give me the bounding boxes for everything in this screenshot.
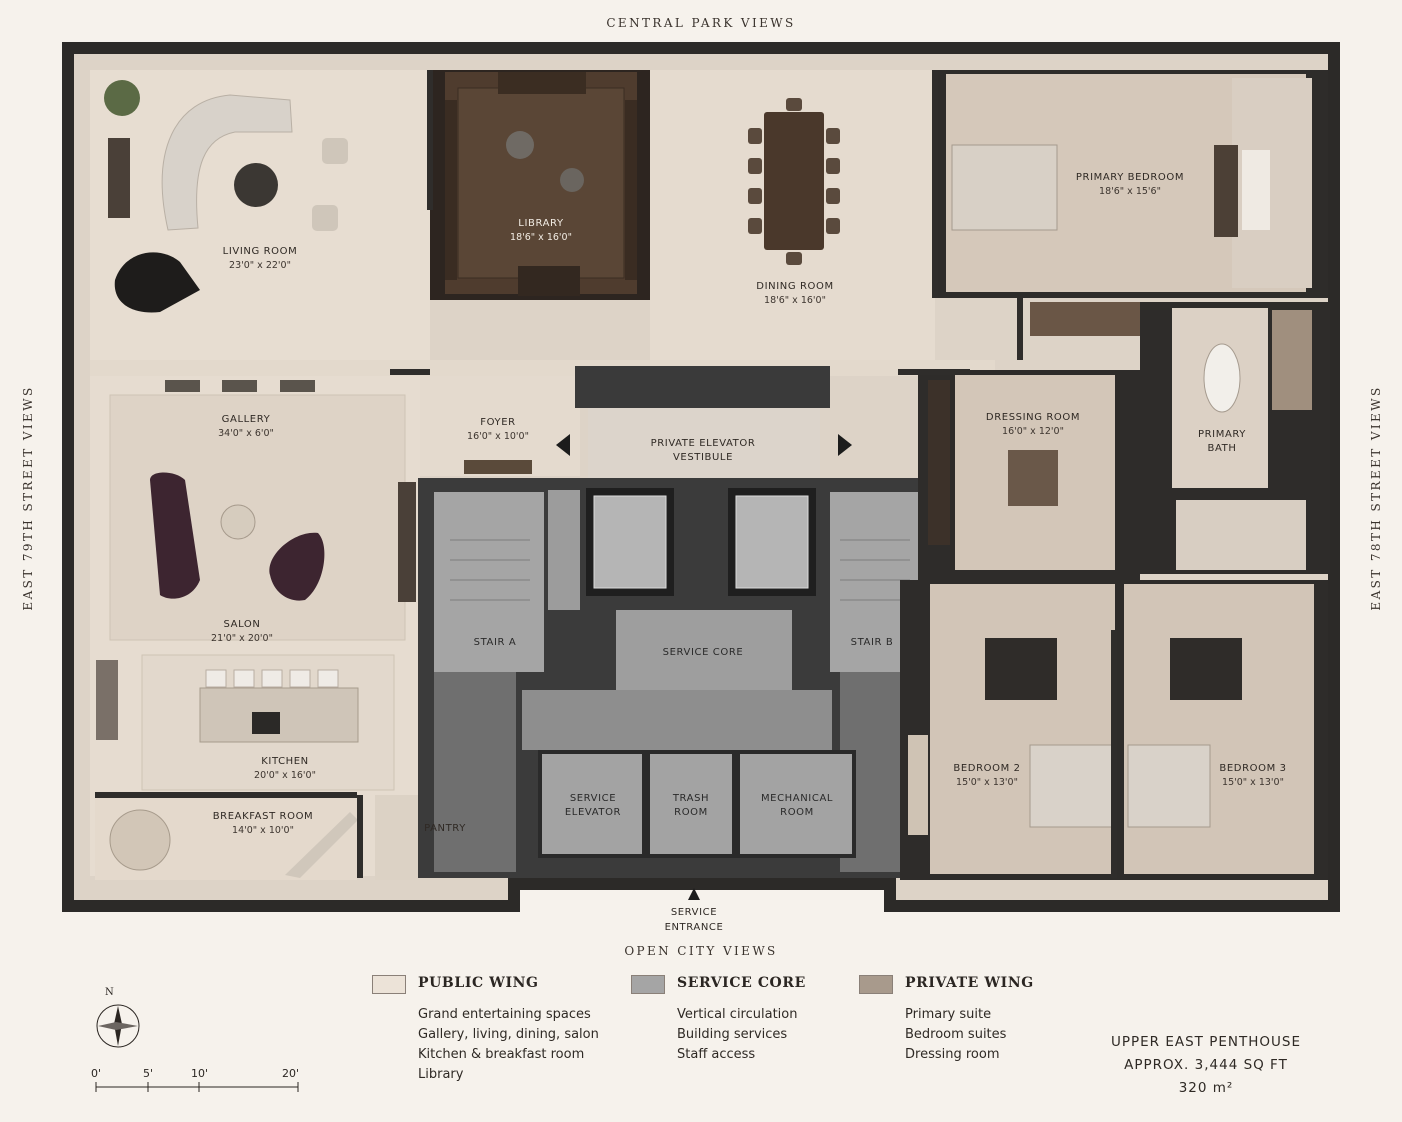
- penthouse-summary: UPPER EAST PENTHOUSE APPROX. 3,444 SQ FT…: [1096, 1031, 1316, 1100]
- breakfast-room-name: BREAKFAST ROOM: [213, 811, 314, 822]
- trash-room-line1: TRASH: [672, 793, 709, 804]
- gallery-dim: 34'0" x 6'0": [218, 428, 274, 439]
- legend-item: Bedroom suites: [905, 1027, 1007, 1042]
- library-room: [430, 70, 650, 300]
- scale-label-5: 5': [143, 1067, 154, 1080]
- elevator-vestibule-line1: PRIVATE ELEVATOR: [651, 438, 756, 449]
- service-core-items: Vertical circulation Building services S…: [677, 1005, 797, 1065]
- summary-area-sqm: 320 m²: [1178, 1080, 1234, 1096]
- bedroom-2-dim: 15'0" x 13'0": [956, 777, 1018, 788]
- elevator-vestibule-line2: VESTIBULE: [673, 452, 733, 463]
- service-entrance-line2: ENTRANCE: [665, 922, 724, 933]
- dressing-room-dim: 16'0" x 12'0": [1002, 426, 1064, 437]
- bedroom-3-name: BEDROOM 3: [1219, 763, 1286, 774]
- public-wing-title: PUBLIC WING: [418, 975, 539, 991]
- service-elevator-line1: SERVICE: [570, 793, 616, 804]
- salon-name: SALON: [224, 619, 261, 630]
- legend-item: Library: [418, 1067, 464, 1082]
- dining-room-name: DINING ROOM: [756, 281, 833, 292]
- public-wing-swatch: [372, 975, 406, 994]
- service-elevator-line2: ELEVATOR: [565, 807, 621, 818]
- legend-item: Vertical circulation: [677, 1007, 798, 1022]
- foyer-name: FOYER: [480, 417, 515, 428]
- south-view-label: OPEN CITY VIEWS: [624, 944, 778, 958]
- legend-item: Grand entertaining spaces: [418, 1007, 591, 1022]
- service-core-swatch: [631, 975, 665, 994]
- legend-item: Gallery, living, dining, salon: [418, 1027, 599, 1042]
- scale-label-10: 10': [191, 1067, 209, 1080]
- summary-area-sqft: APPROX. 3,444 SQ FT: [1124, 1057, 1288, 1073]
- service-entrance-line1: SERVICE: [671, 907, 717, 918]
- primary-bath-line2: BATH: [1208, 443, 1237, 454]
- interior-walls: [95, 70, 1117, 878]
- public-wing-items: Grand entertaining spaces Gallery, livin…: [418, 1005, 599, 1085]
- private-wing-title: PRIVATE WING: [905, 975, 1034, 991]
- library-name: LIBRARY: [518, 218, 564, 229]
- legend-item: Kitchen & breakfast room: [418, 1047, 585, 1062]
- trash-room-line2: ROOM: [674, 807, 708, 818]
- compass-north-label: N: [105, 987, 114, 998]
- bedroom-3-dim: 15'0" x 13'0": [1222, 777, 1284, 788]
- north-view-label: CENTRAL PARK VIEWS: [606, 16, 796, 30]
- stair-a-name: STAIR A: [474, 637, 517, 648]
- legend-item: Staff access: [677, 1047, 756, 1062]
- library-dim: 18'6" x 16'0": [510, 232, 572, 243]
- primary-bedroom-name: PRIMARY BEDROOM: [1076, 172, 1184, 183]
- private-wing-floors: [900, 70, 1330, 880]
- legend-item: Dressing room: [905, 1047, 1000, 1062]
- living-furniture: [104, 80, 348, 313]
- breakfast-room-dim: 14'0" x 10'0": [232, 825, 294, 836]
- foyer-area: [464, 366, 852, 478]
- mechanical-room-line1: MECHANICAL: [761, 793, 833, 804]
- kitchen-furniture: [96, 660, 359, 878]
- service-core-title: SERVICE CORE: [677, 975, 806, 991]
- kitchen-name: KITCHEN: [261, 756, 309, 767]
- legend-item: Primary suite: [905, 1007, 992, 1022]
- gallery-name: GALLERY: [222, 414, 271, 425]
- bedroom-2-name: BEDROOM 2: [953, 763, 1020, 774]
- mechanical-room-line2: ROOM: [780, 807, 814, 818]
- legend-item: Building services: [677, 1027, 788, 1042]
- kitchen-dim: 20'0" x 16'0": [254, 770, 316, 781]
- foyer-dim: 16'0" x 10'0": [467, 431, 529, 442]
- scale-label-20: 20': [282, 1067, 300, 1080]
- private-wing-items: Primary suite Bedroom suites Dressing ro…: [905, 1005, 1006, 1065]
- salon-dim: 21'0" x 20'0": [211, 633, 273, 644]
- primary-bedroom-dim: 18'6" x 15'6": [1099, 186, 1161, 197]
- private-wing-swatch: [859, 975, 893, 994]
- living-room-name: LIVING ROOM: [223, 246, 298, 257]
- room-labels: LIVING ROOM 23'0" x 22'0" LIBRARY 18'6" …: [211, 172, 1286, 933]
- service-core-name: SERVICE CORE: [663, 647, 744, 658]
- summary-title: UPPER EAST PENTHOUSE: [1110, 1034, 1301, 1050]
- dressing-room-name: DRESSING ROOM: [986, 412, 1080, 423]
- service-core-area: [418, 478, 928, 900]
- scale-label-0: 0': [91, 1067, 102, 1080]
- scale-bar: [95, 1082, 299, 1092]
- pantry-name: PANTRY: [424, 823, 466, 834]
- stair-b-name: STAIR B: [851, 637, 894, 648]
- salon-furniture: [150, 380, 416, 602]
- compass-icon: [96, 1004, 140, 1048]
- dining-room-dim: 18'6" x 16'0": [764, 295, 826, 306]
- living-room-dim: 23'0" x 22'0": [229, 260, 291, 271]
- primary-bath-line1: PRIMARY: [1198, 429, 1246, 440]
- dining-room: [748, 98, 840, 265]
